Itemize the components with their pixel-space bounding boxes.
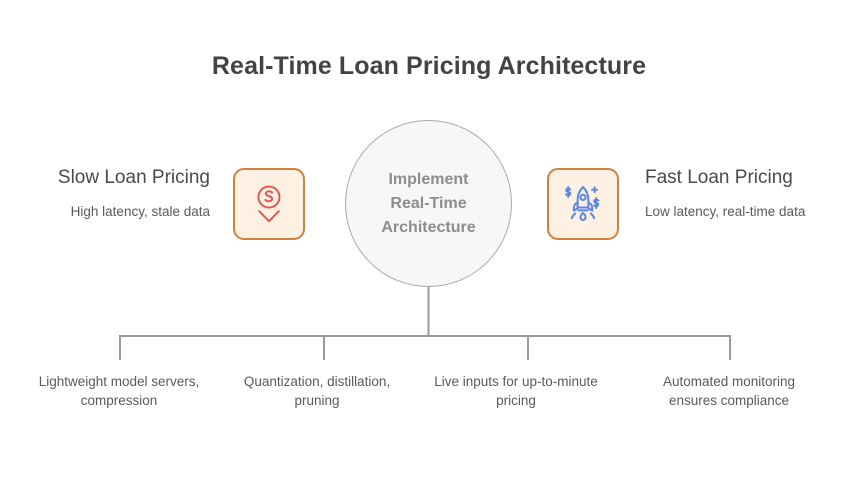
leaf-label: Automated monitoring ensures compliance (662, 374, 796, 408)
fast-pricing-block: Fast Loan Pricing Low latency, real-time… (645, 166, 835, 221)
leaf-label: Quantization, distillation, pruning (243, 374, 391, 408)
slow-pricing-icon-tile (233, 168, 305, 240)
fast-pricing-rocket-icon (564, 186, 600, 221)
center-node: Implement Real-Time Architecture (345, 120, 512, 287)
slow-pricing-icon (257, 185, 281, 223)
fast-pricing-subtitle: Low latency, real-time data (645, 204, 806, 219)
fast-pricing-icon-tile (547, 168, 619, 240)
center-node-label-line-1: Implement (388, 170, 469, 188)
slow-pricing-block: Slow Loan Pricing High latency, stale da… (24, 166, 210, 221)
center-node-label: Implement Real-Time Architecture (364, 168, 494, 240)
center-node-label-line-2: Real-Time (390, 194, 467, 212)
page-title: Real-Time Loan Pricing Architecture (211, 52, 647, 80)
slow-pricing-subtitle: High latency, stale data (70, 204, 210, 219)
center-node-label-line-3: Architecture (381, 218, 476, 236)
leaf-label: Live inputs for up-to-minute pricing (434, 374, 598, 408)
fast-pricing-heading: Fast Loan Pricing (645, 167, 793, 188)
leaf-label: Lightweight model servers, compression (38, 374, 200, 408)
slow-pricing-heading: Slow Loan Pricing (57, 167, 210, 188)
